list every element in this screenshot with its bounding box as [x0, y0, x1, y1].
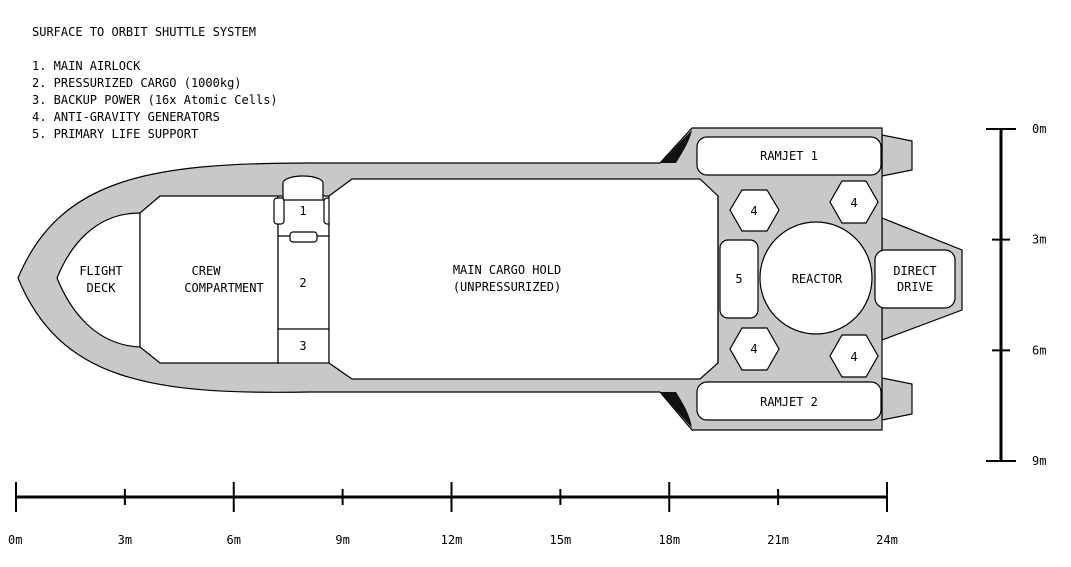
- ramjet-2-nozzle: [881, 377, 913, 421]
- v-tick-label-3: 9m: [1032, 454, 1046, 468]
- diagram-title: SURFACE TO ORBIT SHUTTLE SYSTEM: [32, 25, 256, 39]
- h-tick-label-6: 18m: [658, 533, 680, 547]
- v-tick-label-0: 0m: [1032, 122, 1046, 136]
- h-tick-label-0: 0m: [8, 533, 22, 547]
- antigrav-generator-4: [829, 334, 879, 378]
- h-tick-label-4: 12m: [441, 533, 463, 547]
- ramjet-2-label: RAMJET 2: [760, 395, 818, 409]
- flight-deck-label-2: DECK: [87, 281, 117, 295]
- antigrav-label-1: 4: [750, 204, 757, 218]
- direct-drive: [874, 249, 956, 309]
- crew-compartment-label-1: CREW: [192, 264, 222, 278]
- legend-item-2: 2. PRESSURIZED CARGO (1000kg): [32, 76, 242, 90]
- h-tick-label-8: 24m: [876, 533, 898, 547]
- legend-item-4: 4. ANTI-GRAVITY GENERATORS: [32, 110, 220, 124]
- vertical-scale-ticks: 0m 3m 6m 9m: [986, 122, 1046, 468]
- crew-compartment-label-2: COMPARTMENT: [184, 281, 263, 295]
- horizontal-scale-ticks: 0m 3m 6m 9m 12m 15m 18m 21m 24m: [8, 482, 898, 547]
- cargo-hold-label-2: (UNPRESSURIZED): [453, 280, 561, 294]
- intake-1: [660, 130, 692, 163]
- ramjet-2: [696, 381, 882, 421]
- direct-drive-label-2: DRIVE: [897, 280, 933, 294]
- flight-deck: [56, 212, 141, 348]
- v-tick-label-1: 3m: [1032, 233, 1046, 247]
- h-tick-label-7: 21m: [767, 533, 789, 547]
- pressurized-cargo-label: 2: [299, 276, 306, 290]
- life-support: [719, 239, 759, 319]
- antigrav-generator-2: [829, 180, 879, 224]
- main-cargo-hold: [328, 178, 719, 380]
- legend-item-1: 1. MAIN AIRLOCK: [32, 59, 141, 73]
- flight-deck-label-1: FLIGHT: [79, 264, 122, 278]
- life-support-label: 5: [735, 272, 742, 286]
- antigrav-generator-3: [729, 327, 780, 371]
- crew-compartment: [139, 195, 279, 364]
- antigrav-label-4: 4: [850, 350, 857, 364]
- h-tick-label-5: 15m: [550, 533, 572, 547]
- antigrav-label-3: 4: [750, 342, 757, 356]
- legend-item-5: 5. PRIMARY LIFE SUPPORT: [32, 127, 198, 141]
- ramjet-1: [696, 136, 882, 176]
- airlock-door-aft: [289, 231, 318, 243]
- antigrav-generator-1: [729, 189, 780, 232]
- cargo-hold-label-1: MAIN CARGO HOLD: [453, 263, 561, 277]
- backup-power-label: 3: [299, 339, 306, 353]
- antigrav-label-2: 4: [850, 196, 857, 210]
- intake-2: [660, 392, 692, 428]
- h-tick-label-1: 3m: [118, 533, 132, 547]
- h-tick-label-2: 6m: [227, 533, 241, 547]
- v-tick-label-2: 6m: [1032, 343, 1046, 357]
- ramjet-1-label: RAMJET 1: [760, 149, 818, 163]
- reactor: [759, 221, 873, 335]
- airlock-door-left: [273, 197, 285, 225]
- airlock-label: 1: [299, 204, 306, 218]
- legend-item-3: 3. BACKUP POWER (16x Atomic Cells): [32, 93, 278, 107]
- h-tick-label-3: 9m: [335, 533, 349, 547]
- ramjet-1-nozzle: [881, 134, 913, 177]
- reactor-label: REACTOR: [792, 272, 843, 286]
- direct-drive-label-1: DIRECT: [893, 264, 936, 278]
